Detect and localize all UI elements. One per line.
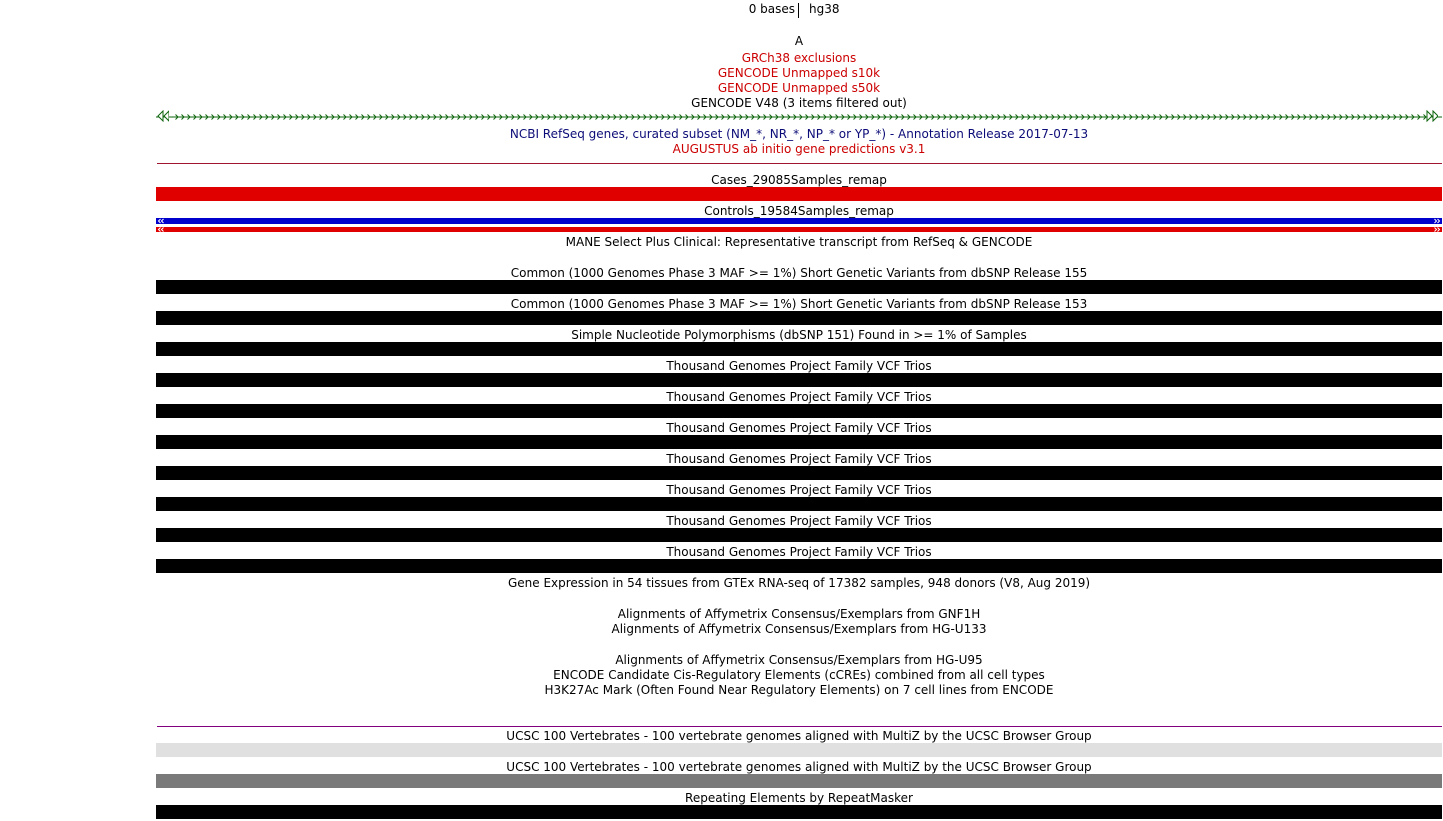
track-label-trios-1[interactable]: Thousand Genomes Project Family VCF Trio… xyxy=(666,359,932,373)
trios-bar-5[interactable] xyxy=(156,497,1442,511)
track-label-base-position[interactable]: A xyxy=(794,34,804,48)
dbsnp155-bar[interactable] xyxy=(156,280,1442,294)
controls-right-arrow-icon xyxy=(1434,218,1441,224)
track-label-affy-hgu95[interactable]: Alignments of Affymetrix Consensus/Exemp… xyxy=(615,653,983,667)
track-label-ucsc100-vertebrates-b[interactable]: UCSC 100 Vertebrates - 100 vertebrate ge… xyxy=(506,760,1092,774)
track-label-gencode-unmapped-s10k[interactable]: GENCODE Unmapped s10k xyxy=(717,66,881,80)
track-label-affy-hgu133[interactable]: Alignments of Affymetrix Consensus/Exemp… xyxy=(611,622,987,636)
ruler[interactable]: 0 bases hg38 xyxy=(0,2,1443,18)
track-label-trios-2[interactable]: Thousand Genomes Project Family VCF Trio… xyxy=(666,390,932,404)
ucsc100-conservation-bar[interactable] xyxy=(156,743,1442,757)
track-label-grch38-exclusions[interactable]: GRCh38 exclusions xyxy=(741,51,857,65)
track-label-trios-7[interactable]: Thousand Genomes Project Family VCF Trio… xyxy=(666,545,932,559)
controls-left-arrow-icon xyxy=(157,218,164,224)
track-label-repeatmasker[interactable]: Repeating Elements by RepeatMasker xyxy=(685,791,913,805)
gencode-gene-feature[interactable] xyxy=(156,110,1442,124)
trios-bar-1[interactable] xyxy=(156,373,1442,387)
track-label-encode-ccre[interactable]: ENCODE Candidate Cis-Regulatory Elements… xyxy=(553,668,1045,682)
h3k27ac-signal-line[interactable] xyxy=(157,726,1442,727)
dbsnp153-bar[interactable] xyxy=(156,311,1442,325)
controls-bar-blue[interactable] xyxy=(156,218,1442,224)
trios-bar-3[interactable] xyxy=(156,435,1442,449)
track-label-dbsnp151[interactable]: Simple Nucleotide Polymorphisms (dbSNP 1… xyxy=(571,328,1027,342)
gene-intron-line xyxy=(156,110,1442,124)
track-label-ncbi-refseq[interactable]: NCBI RefSeq genes, curated subset (NM_*,… xyxy=(509,127,1089,141)
track-label-h3k27ac[interactable]: H3K27Ac Mark (Often Found Near Regulator… xyxy=(544,683,1054,697)
track-label-trios-6[interactable]: Thousand Genomes Project Family VCF Trio… xyxy=(666,514,932,528)
controls-bar-red[interactable] xyxy=(156,227,1442,232)
track-label-gencode-v48[interactable]: GENCODE V48 (3 items filtered out) xyxy=(691,96,907,110)
dbsnp151-bar[interactable] xyxy=(156,342,1442,356)
track-label-gtex[interactable]: Gene Expression in 54 tissues from GTEx … xyxy=(507,576,1091,590)
right-end-chevron-icon[interactable] xyxy=(1426,110,1438,122)
track-label-gencode-unmapped-s50k[interactable]: GENCODE Unmapped s50k xyxy=(717,81,881,95)
track-label-affy-gnf1h[interactable]: Alignments of Affymetrix Consensus/Exemp… xyxy=(617,607,981,621)
track-label-trios-4[interactable]: Thousand Genomes Project Family VCF Trio… xyxy=(666,452,932,466)
trios-bar-2[interactable] xyxy=(156,404,1442,418)
ruler-assembly-label: hg38 xyxy=(809,2,840,16)
ucsc100-multiz-bar[interactable] xyxy=(156,774,1442,788)
track-label-controls[interactable]: Controls_19584Samples_remap xyxy=(704,204,894,218)
track-label-dbsnp153[interactable]: Common (1000 Genomes Phase 3 MAF >= 1%) … xyxy=(510,297,1088,311)
cases-bar[interactable] xyxy=(156,187,1442,201)
left-end-chevron-icon[interactable] xyxy=(157,110,169,122)
ruler-bases-label: 0 bases xyxy=(748,2,795,16)
repeatmasker-bar[interactable] xyxy=(156,805,1442,819)
ruler-tick xyxy=(798,3,799,18)
trios-bar-6[interactable] xyxy=(156,528,1442,542)
track-label-mane[interactable]: MANE Select Plus Clinical: Representativ… xyxy=(565,235,1033,249)
controls-red-left-arrow-icon xyxy=(157,227,164,232)
trios-bar-7[interactable] xyxy=(156,559,1442,573)
track-label-dbsnp155[interactable]: Common (1000 Genomes Phase 3 MAF >= 1%) … xyxy=(510,266,1088,280)
track-label-trios-3[interactable]: Thousand Genomes Project Family VCF Trio… xyxy=(666,421,932,435)
controls-red-right-arrow-icon xyxy=(1434,227,1441,232)
trios-bar-4[interactable] xyxy=(156,466,1442,480)
track-label-trios-5[interactable]: Thousand Genomes Project Family VCF Trio… xyxy=(666,483,932,497)
track-label-cases[interactable]: Cases_29085Samples_remap xyxy=(711,173,887,187)
track-label-ucsc100-vertebrates-a[interactable]: UCSC 100 Vertebrates - 100 vertebrate ge… xyxy=(506,729,1092,743)
augustus-feature-line[interactable] xyxy=(157,163,1442,164)
track-label-augustus[interactable]: AUGUSTUS ab initio gene predictions v3.1 xyxy=(672,142,926,156)
